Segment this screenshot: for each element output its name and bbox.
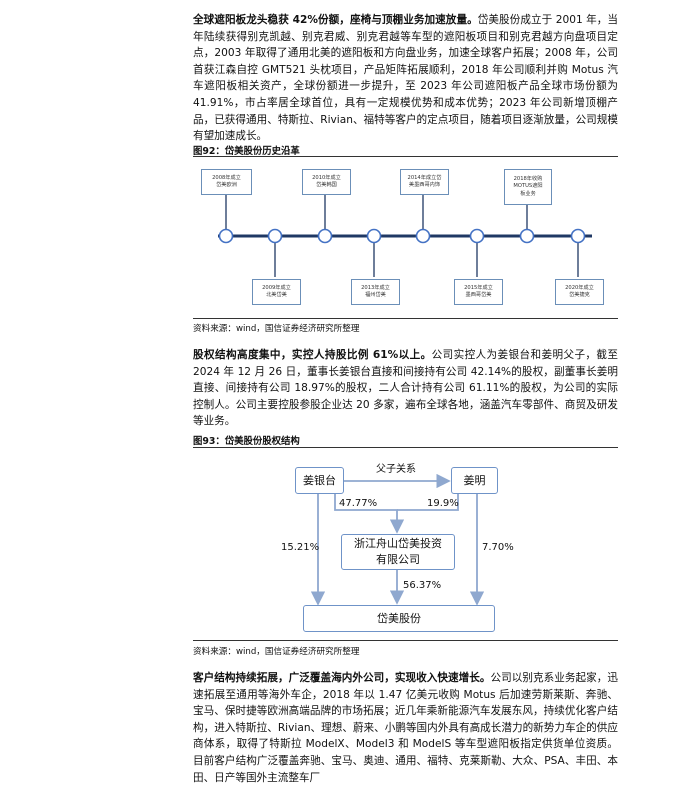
company-node: 岱美股份 — [303, 605, 495, 632]
timeline-event: 2009年成立 北美岱美 — [252, 279, 301, 305]
share-percent: 47.77% — [339, 498, 378, 509]
timeline-event: 2013年成立 福州岱美 — [351, 279, 400, 305]
figure-title: 图93：岱美股份股权结构 — [193, 436, 300, 447]
paragraph-lead: 股权结构高度集中，实控人持股比例 61%以上。 — [193, 349, 432, 361]
paragraph-customers: 客户结构持续拓展，广泛覆盖海内外公司，实现收入快速增长。公司以别克系业务起家，迅… — [193, 670, 618, 786]
paragraph-body: 公司实控人为姜银台和姜明父子，截至 2024 年 12 月 26 日，董事长姜银… — [193, 349, 619, 428]
figure-title: 图92：岱美股份历史沿革 — [193, 146, 300, 157]
share-percent: 56.37% — [403, 580, 442, 591]
paragraph-ownership: 股权结构高度集中，实控人持股比例 61%以上。公司实控人为姜银台和姜明父子，截至… — [193, 347, 618, 430]
timeline-event: 2010年成立 岱美韩国 — [302, 169, 351, 195]
figure-source: 资料来源：wind，国信证券经济研究所整理 — [193, 324, 360, 334]
paragraph-history: 全球遮阳板龙头稳获 42%份额，座椅与顶棚业务加速放量。岱美股份成立于 2001… — [193, 12, 618, 145]
share-percent: 15.21% — [281, 542, 320, 553]
paragraph-lead: 全球遮阳板龙头稳获 42%份额，座椅与顶棚业务加速放量。 — [193, 14, 478, 26]
holding-company-node: 浙江舟山岱美投资 有限公司 — [341, 534, 455, 570]
timeline-nodes — [218, 228, 586, 244]
divider — [193, 156, 618, 157]
paragraph-body: 公司以别克系业务起家，迅速拓展至通用等海外车企，2018 年以 1.47 亿美元… — [193, 672, 619, 784]
timeline-event: 2008年成立 岱美欧洲 — [201, 169, 252, 195]
timeline-event: 2015年成立 墨西哥岱美 — [454, 279, 503, 305]
divider — [193, 640, 618, 641]
figure-source: 资料来源：wind，国信证券经济研究所整理 — [193, 647, 360, 657]
share-percent: 19.9% — [427, 498, 459, 509]
timeline-event: 2020年成立 岱美捷克 — [555, 279, 604, 305]
timeline-event: 2014年成立岱 美墨西哥内饰 — [400, 169, 449, 195]
paragraph-body: 岱美股份成立于 2001 年，当年陆续获得别克凯越、别克君威、别克君越等车型的遮… — [193, 14, 618, 143]
paragraph-lead: 客户结构持续拓展，广泛覆盖海内外公司，实现收入快速增长。 — [193, 672, 491, 684]
relation-label: 父子关系 — [376, 464, 416, 475]
ownership-arrows — [310, 473, 485, 606]
divider — [193, 318, 618, 319]
shareholder-node: 姜明 — [451, 467, 498, 494]
share-percent: 7.70% — [482, 542, 514, 553]
timeline-event: 2018年收购 MOTUS遮阳 板业务 — [504, 169, 552, 205]
shareholder-node: 姜银台 — [295, 467, 344, 494]
divider — [193, 447, 618, 448]
